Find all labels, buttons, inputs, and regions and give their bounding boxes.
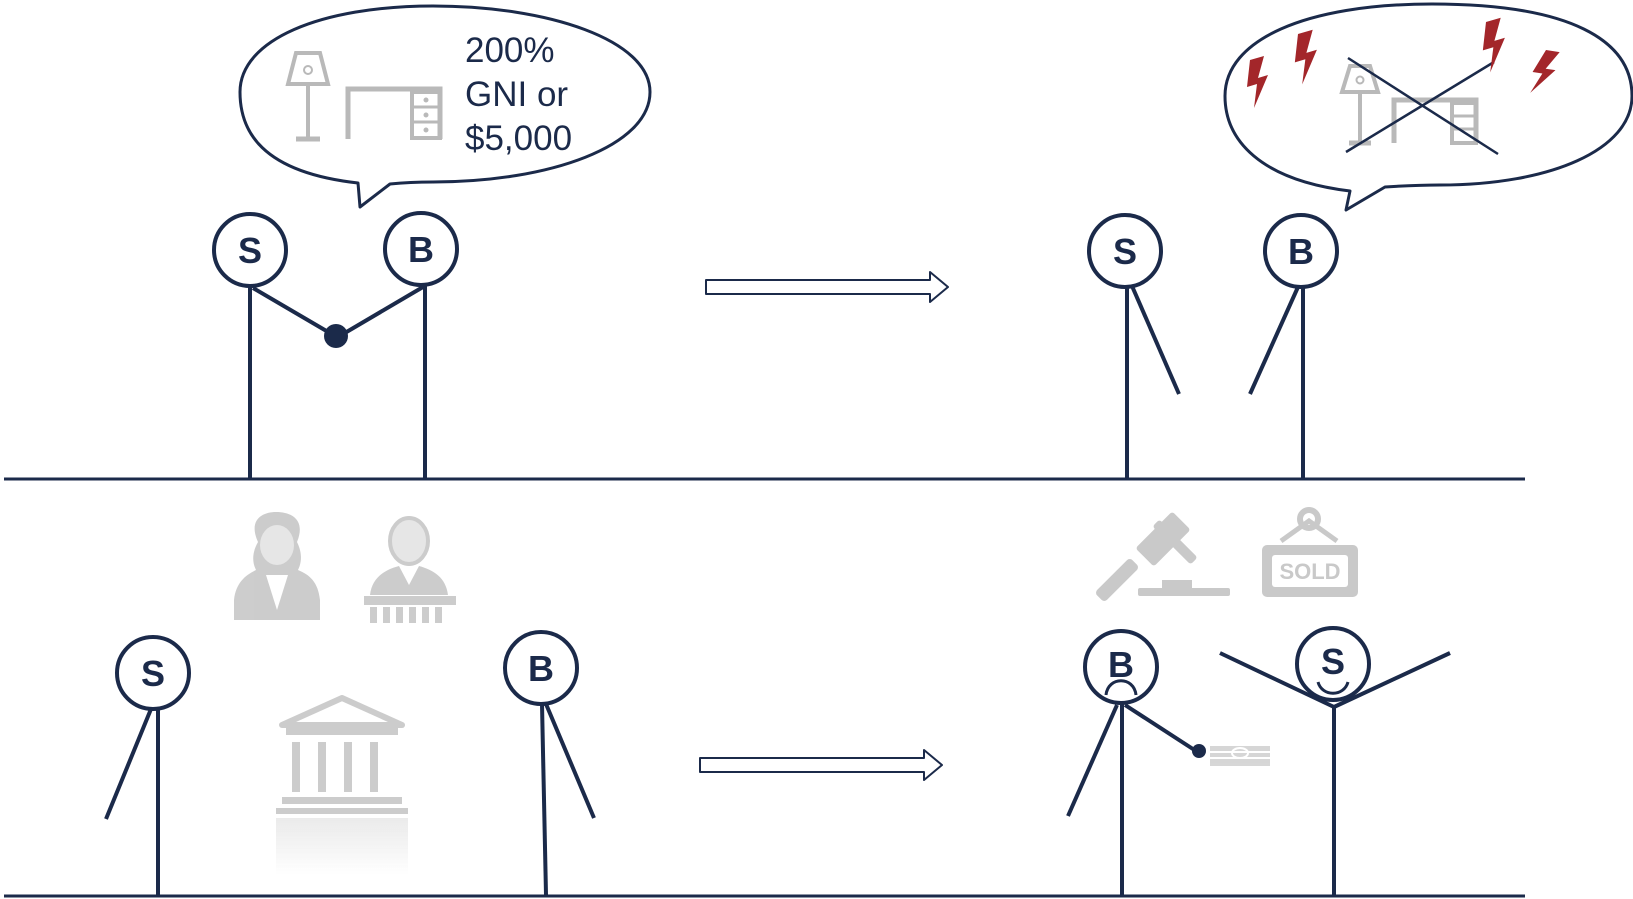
- arrow-right-icon: [705, 271, 949, 303]
- seller-label: S: [238, 230, 262, 271]
- arrow-right-icon: [699, 749, 943, 781]
- seller-figure-handshake: S: [212, 212, 337, 478]
- speech-bubble-dispute: [1223, 2, 1633, 212]
- buyer-figure-court: B: [503, 630, 596, 896]
- cross-out-mark: [1345, 56, 1499, 156]
- seller-label: S: [1321, 641, 1345, 682]
- money-stack-icon: [1210, 746, 1270, 766]
- buyer-label: B: [408, 229, 434, 270]
- lawyer-icon: [364, 516, 456, 623]
- seller-label: S: [1113, 231, 1137, 272]
- judge-icon: [234, 512, 320, 620]
- courthouse-icon: [276, 695, 408, 876]
- hand-dot: [1192, 744, 1206, 758]
- bubble-line-1: 200%: [465, 31, 555, 70]
- seller-figure-happy: S: [1219, 626, 1451, 895]
- floor-lamp-icon: [285, 51, 331, 142]
- sold-sign-text: SOLD: [1279, 559, 1340, 584]
- buyer-label: B: [1108, 644, 1134, 685]
- seller-figure-dispute: S: [1087, 213, 1181, 478]
- bubble-line-3: $5,000: [465, 119, 572, 158]
- sold-sign-icon: SOLD: [1262, 507, 1358, 597]
- buyer-label: B: [1288, 231, 1314, 272]
- seller-figure-court: S: [104, 635, 191, 895]
- desk-icon: [345, 86, 443, 140]
- buyer-label: B: [528, 648, 554, 689]
- buyer-figure-sad: B: [1066, 629, 1198, 895]
- gavel-icon: [1096, 512, 1230, 601]
- buyer-figure-dispute: B: [1248, 213, 1339, 478]
- bubble-line-2: GNI or: [465, 75, 568, 114]
- handshake-dot: [324, 324, 348, 348]
- buyer-figure-handshake: B: [336, 211, 459, 478]
- seller-label: S: [141, 653, 165, 694]
- speech-bubble-agreement: 200% GNI or $5,000: [238, 4, 652, 209]
